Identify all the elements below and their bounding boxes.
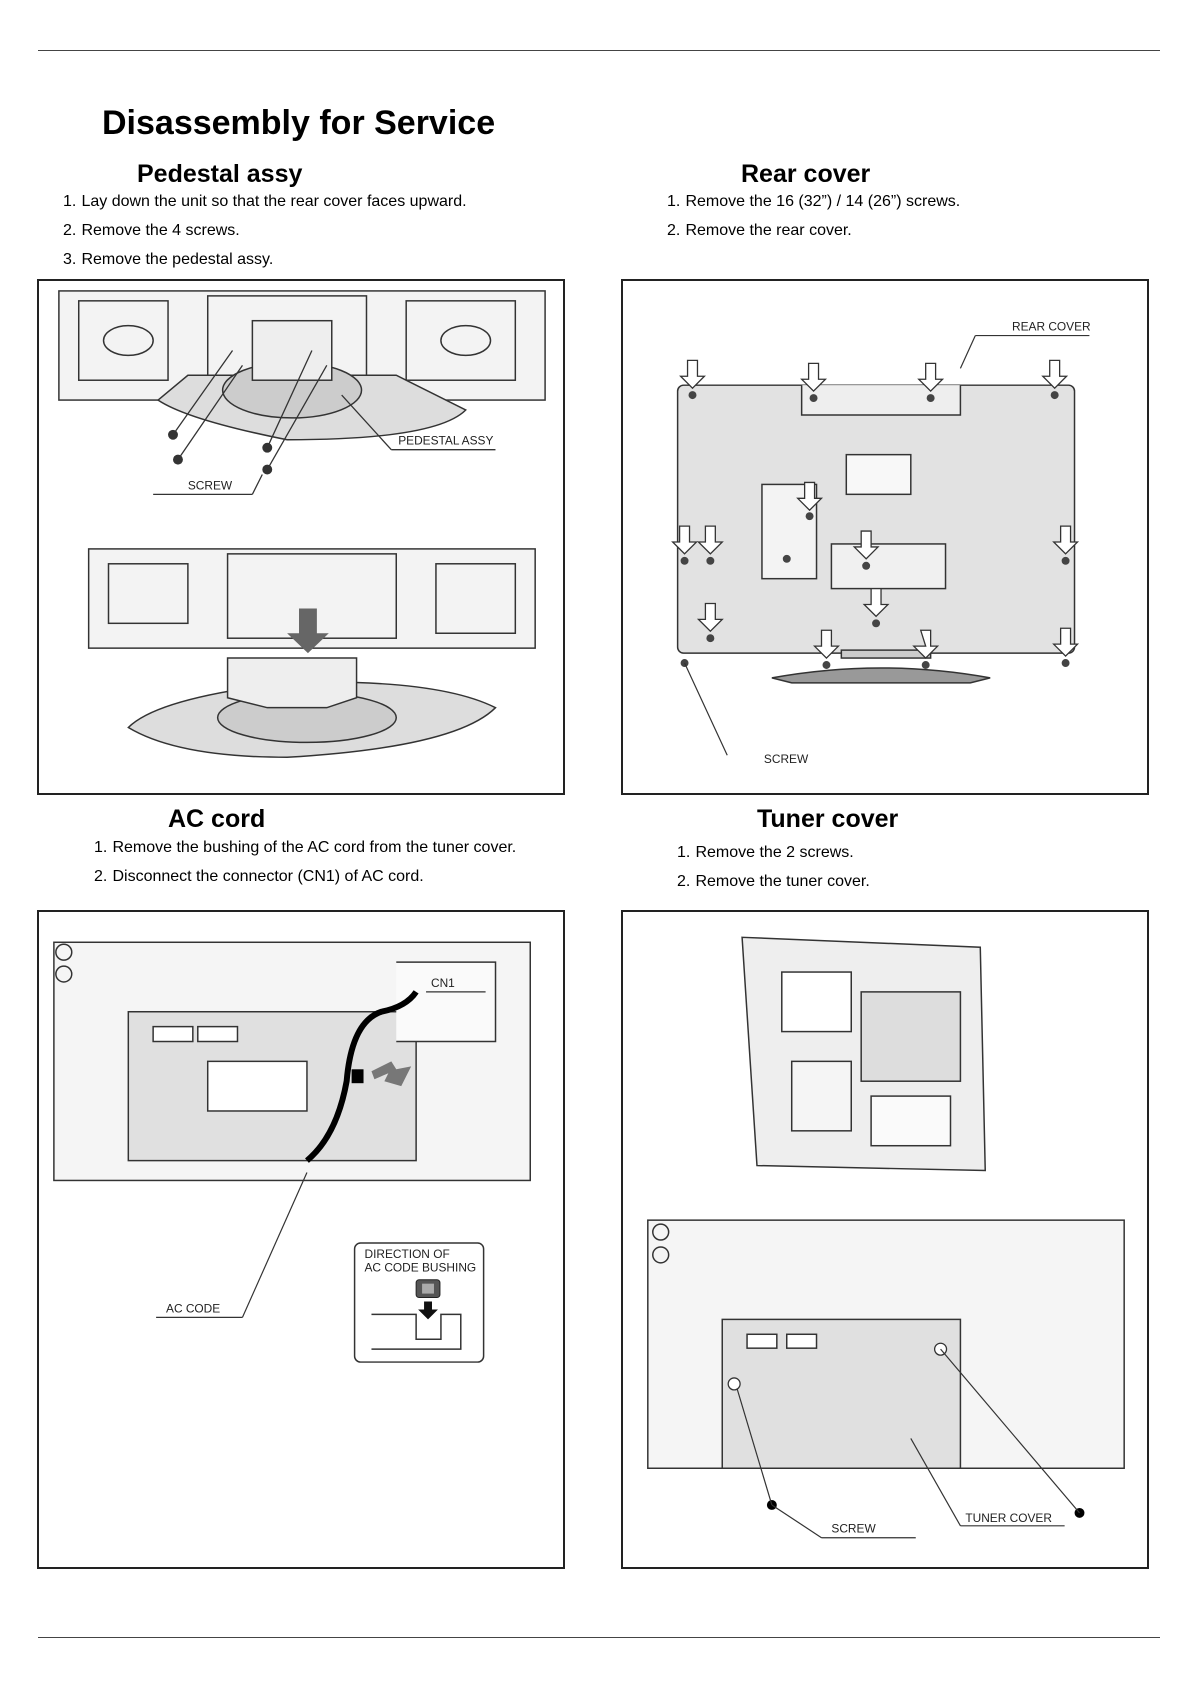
bushing-direction-inset: DIRECTION OF AC CODE BUSHING [353, 1242, 485, 1363]
arrow-icon [912, 629, 940, 659]
arrow-icon [812, 629, 840, 659]
arrow-icon [696, 525, 724, 555]
steps-ac-cord: 1. Remove the bushing of the AC cord fro… [94, 838, 516, 896]
arrow-icon [862, 587, 890, 618]
figure-rear-cover: REAR COVER SCREW [621, 279, 1149, 795]
step-item: 1. Remove the 16 (32”) / 14 (26”) screws… [667, 193, 961, 210]
arrow-icon [1052, 525, 1080, 555]
page-title: Disassembly for Service [102, 104, 496, 142]
steps-pedestal: 1. Lay down the unit so that the rear co… [63, 192, 467, 279]
label-cn1: CN1 [431, 976, 455, 990]
tuner-cover-illustration: SCREW TUNER COVER [647, 936, 1125, 1539]
section-title-ac-cord: AC cord [168, 805, 266, 833]
arrow-icon [671, 525, 699, 555]
step-item: 1. Lay down the unit so that the rear co… [63, 193, 467, 210]
arrow-icon [696, 602, 724, 633]
ac-cord-line [305, 990, 419, 1163]
step-item: 1. Remove the 2 screws. [677, 844, 854, 861]
figure-pedestal: SCREW PEDESTAL ASSY [37, 279, 565, 795]
section-title-tuner-cover: Tuner cover [757, 805, 899, 833]
top-rule [38, 50, 1160, 51]
bottom-rule [38, 1637, 1160, 1638]
arrow-icon [1041, 359, 1069, 390]
section-title-pedestal: Pedestal assy [137, 160, 303, 188]
step-item: 2. Disconnect the connector (CN1) of AC … [94, 868, 424, 885]
label-direction-of: DIRECTION OF [365, 1247, 450, 1261]
label-ac-code-bushing: AC CODE BUSHING [365, 1261, 477, 1275]
pedestal-illustration: SCREW PEDESTAL ASSY [58, 290, 546, 759]
section-title-rear-cover: Rear cover [741, 160, 871, 188]
steps-rear-cover: 1. Remove the 16 (32”) / 14 (26”) screws… [667, 192, 960, 250]
label-screw: SCREW [188, 478, 233, 492]
figure-ac-cord: CN1 AC CODE DIRECTION OF AC CODE BUSHING [37, 910, 565, 1569]
step-item: 2. Remove the 4 screws. [63, 222, 240, 239]
step-item: 1. Remove the bushing of the AC cord fro… [94, 839, 517, 856]
arrow-icon [796, 481, 824, 512]
label-screw: SCREW [831, 1522, 876, 1536]
step-item: 2. Remove the rear cover. [667, 222, 852, 239]
step-item: 2. Remove the tuner cover. [677, 873, 870, 890]
figure-tuner-cover: SCREW TUNER COVER [621, 910, 1149, 1569]
arrow-icon [1052, 627, 1080, 657]
arrow-icon [917, 362, 945, 393]
arrow-icon [800, 362, 828, 393]
steps-tuner-cover: 1. Remove the 2 screws. 2. Remove the tu… [677, 843, 870, 901]
arrow-icon [852, 530, 880, 560]
label-pedestal-assy: PEDESTAL ASSY [398, 434, 493, 448]
label-ac-code: AC CODE [166, 1301, 220, 1315]
down-arrow-icon [287, 608, 329, 654]
label-rear-cover: REAR COVER [1012, 320, 1091, 334]
rear-cover-illustration: REAR COVER SCREW [671, 320, 1091, 766]
label-screw: SCREW [764, 752, 809, 766]
ac-cord-illustration: CN1 AC CODE DIRECTION OF AC CODE BUSHING [53, 941, 531, 1363]
down-arrow-icon [418, 1301, 438, 1320]
step-item: 3. Remove the pedestal assy. [63, 251, 274, 268]
arrow-icon [679, 359, 706, 390]
label-tuner-cover: TUNER COVER [965, 1511, 1052, 1525]
